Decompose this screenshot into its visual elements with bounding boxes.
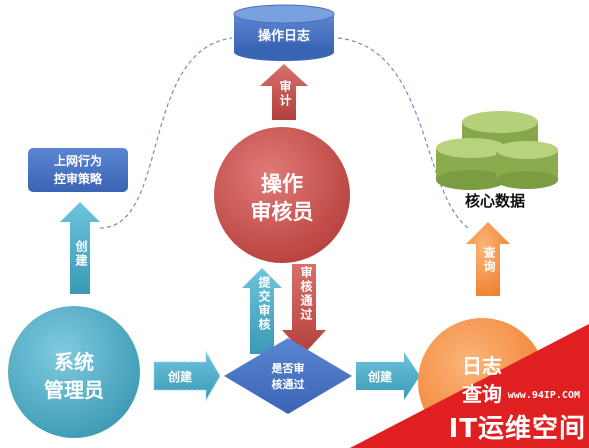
submit-review-label: 提交审核: [257, 276, 271, 332]
sysadmin-label-line1: 系统: [54, 350, 94, 374]
op-log-label: 操作日志: [257, 29, 310, 44]
create-right-label-2: 创建: [367, 370, 392, 384]
sysadmin-circle: [8, 306, 140, 438]
create-up-arrow: [60, 202, 100, 294]
connector-policy-to-log: [99, 37, 233, 229]
decision-label-line2: 核通过: [271, 378, 305, 391]
auditor-label-line2: 审核员: [250, 200, 314, 224]
audit-arrow-label: 审计: [278, 80, 292, 108]
core-data-cylinders: [436, 111, 558, 190]
submit-review-arrow: [242, 268, 282, 354]
create-up-label: 创建: [74, 240, 88, 268]
log-query-label-line2: 查询: [462, 382, 502, 406]
query-arrow: [466, 222, 510, 296]
policy-box: [28, 148, 128, 192]
decision-label-line1: 是否审: [271, 362, 305, 375]
review-pass-label: 审核通过: [299, 266, 313, 322]
watermark-url: www.94IP.COM: [507, 390, 580, 401]
sysadmin-label-line2: 管理员: [44, 378, 104, 402]
query-arrow-label: 查询: [482, 246, 496, 274]
review-pass-arrow: [282, 264, 326, 354]
policy-label-line1: 上网行为: [53, 154, 102, 168]
decision-diamond: [224, 338, 352, 414]
create-right-arrow-2: [356, 352, 420, 400]
watermark-brand: IT运维空间: [448, 414, 586, 444]
auditor-label-line1: 操作: [261, 172, 303, 196]
policy-label-line2: 控审策略: [53, 172, 102, 186]
create-right-label-1: 创建: [167, 370, 192, 384]
create-right-arrow-1: [153, 350, 221, 402]
op-log-database: [233, 4, 335, 61]
auditor-circle: [214, 127, 350, 263]
core-data-label: 核心数据: [464, 192, 525, 210]
audit-arrow: [260, 64, 308, 120]
watermark-triangle: [350, 324, 589, 448]
log-query-label-line1: 日志: [462, 354, 502, 378]
